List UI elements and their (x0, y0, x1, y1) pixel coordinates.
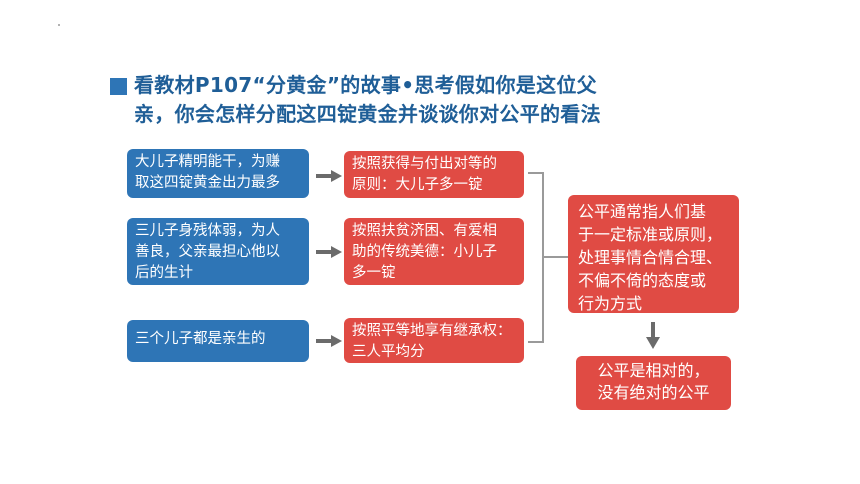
summary-line: 不偏不倚的态度或 (578, 271, 707, 290)
summary-line: 行为方式 (578, 294, 643, 313)
arrow-right-icon (316, 170, 342, 182)
principle-line: 原则：大儿子多一锭 (352, 177, 483, 193)
fairness-definition-box: 公平通常指人们基 于一定标准或原则， 处理事情合情合理、 不偏不倚的态度或 行为… (568, 195, 739, 313)
summary-line: 于一定标准或原则， (578, 225, 723, 244)
fairness-conclusion-box: 公平是相对的， 没有绝对的公平 (576, 356, 731, 410)
reason-box-all-sons: 三个儿子都是亲生的 (127, 320, 309, 362)
principle-line: 助的传统美德：小儿子 (352, 244, 497, 260)
conclusion-line: 公平是相对的， (597, 361, 710, 380)
principle-line: 多一锭 (352, 265, 396, 281)
heading-bullet-square (110, 78, 127, 95)
arrow-right-icon (316, 335, 342, 347)
heading-line-1: 看教材P107“分黄金”的故事•思考假如你是这位父 (134, 73, 597, 97)
summary-line: 处理事情合情合理、 (578, 248, 723, 267)
principle-box-effort: 按照获得与付出对等的 原则：大儿子多一锭 (344, 151, 524, 198)
conclusion-line: 没有绝对的公平 (597, 383, 710, 402)
summary-line: 公平通常指人们基 (578, 202, 707, 221)
arrow-down-icon (646, 322, 660, 349)
principle-box-equality: 按照平等地享有继承权： 三人平均分 (344, 318, 524, 363)
principle-line: 三人平均分 (352, 344, 425, 360)
reason-line: 大儿子精明能干，为赚 (135, 154, 280, 170)
reason-box-youngest: 三儿子身残体弱，为人 善良，父亲最担心他以 后的生计 (127, 218, 309, 285)
grouping-bracket (528, 172, 568, 343)
principle-box-virtue: 按照扶贫济困、有爱相 助的传统美德：小儿子 多一锭 (344, 218, 524, 285)
reason-line: 三儿子身残体弱，为人 (135, 223, 280, 239)
corner-dot (58, 24, 60, 26)
principle-line: 按照获得与付出对等的 (352, 156, 497, 172)
reason-line: 三个儿子都是亲生的 (135, 331, 266, 347)
principle-line: 按照扶贫济困、有爱相 (352, 223, 497, 239)
reason-box-eldest: 大儿子精明能干，为赚 取这四锭黄金出力最多 (127, 149, 309, 198)
principle-line: 按照平等地享有继承权： (352, 323, 512, 339)
page-heading: 看教材P107“分黄金”的故事•思考假如你是这位父 亲，你会怎样分配这四锭黄金并… (134, 71, 654, 129)
arrow-right-icon (316, 246, 342, 258)
reason-line: 取这四锭黄金出力最多 (135, 175, 280, 191)
reason-line: 善良，父亲最担心他以 (135, 244, 280, 260)
heading-line-2: 亲，你会怎样分配这四锭黄金并谈谈你对公平的看法 (134, 102, 601, 126)
reason-line: 后的生计 (135, 265, 193, 281)
